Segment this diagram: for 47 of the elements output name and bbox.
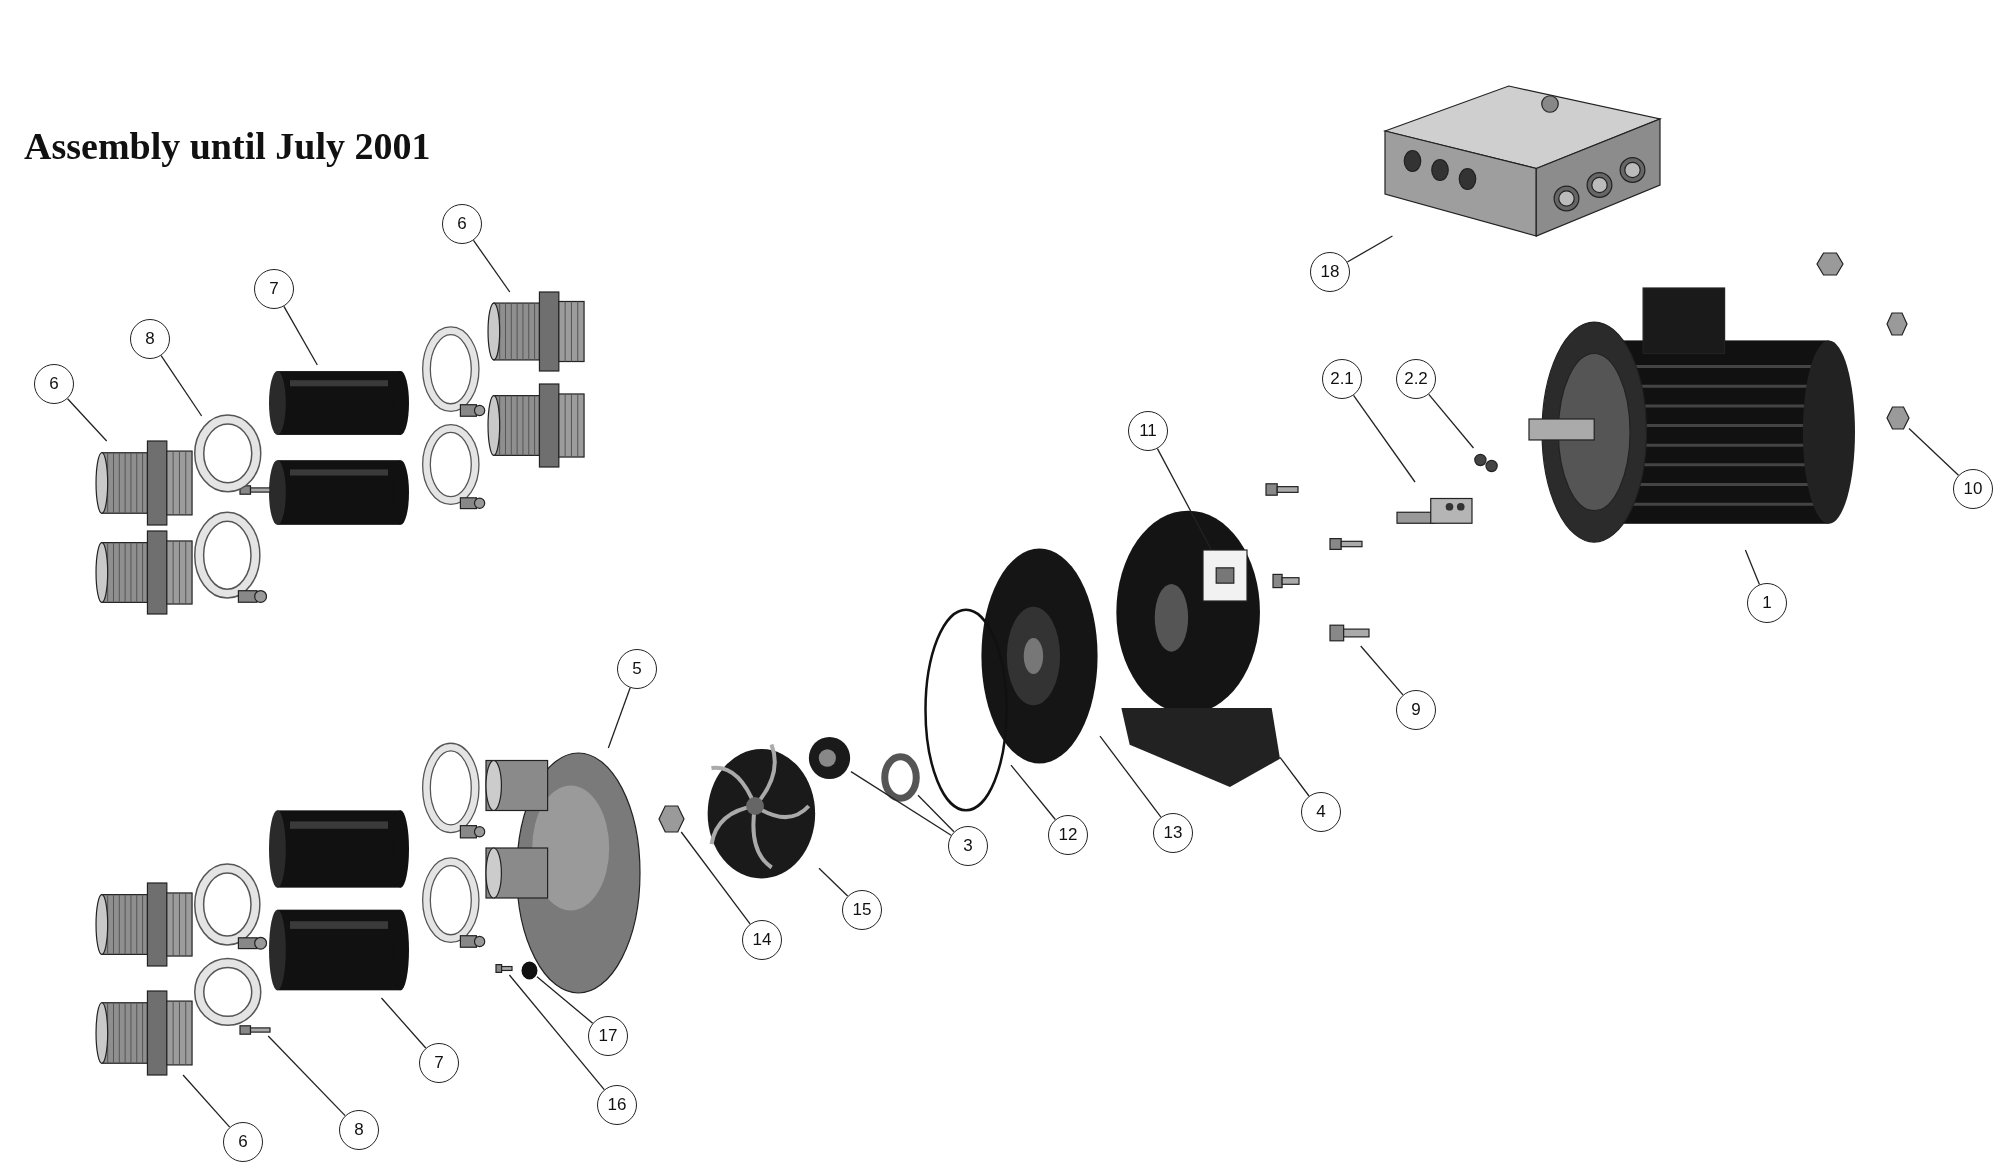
callout-number: 5	[617, 649, 657, 689]
callout-number: 15	[842, 890, 882, 930]
leader-line	[1428, 393, 1475, 449]
callout-number: 9	[1396, 690, 1436, 730]
leader-line	[536, 976, 594, 1024]
leader-line	[1360, 645, 1404, 696]
leader-line	[267, 1035, 346, 1117]
leader-line	[1099, 735, 1162, 818]
callout-number: 7	[419, 1043, 459, 1083]
leader-line	[472, 239, 511, 293]
leader-line	[1744, 549, 1761, 586]
diagram-title: Assembly until July 2001	[24, 124, 431, 168]
leader-line	[1908, 427, 1960, 476]
callout-number: 10	[1953, 469, 1993, 509]
callout-number: 2.1	[1322, 359, 1362, 399]
callout-number: 8	[130, 319, 170, 359]
callout-number: 16	[597, 1085, 637, 1125]
callout-number: 18	[1310, 252, 1350, 292]
callout-number: 3	[948, 826, 988, 866]
leader-line	[66, 398, 108, 442]
callout-number: 6	[223, 1122, 263, 1162]
leader-line	[1352, 394, 1416, 483]
leader-line	[283, 305, 318, 366]
callout-number: 14	[742, 920, 782, 960]
leader-line	[1279, 756, 1310, 797]
leader-line	[160, 354, 203, 417]
leader-line	[917, 794, 955, 833]
callout-number: 11	[1128, 411, 1168, 451]
leader-line	[607, 687, 631, 749]
leader-line	[508, 974, 605, 1091]
callout-number: 8	[339, 1110, 379, 1150]
callout-number: 6	[34, 364, 74, 404]
callout-number: 6	[442, 204, 482, 244]
leader-line	[1156, 448, 1213, 551]
leader-line	[680, 831, 751, 925]
callout-number: 17	[588, 1016, 628, 1056]
callout-number: 4	[1301, 792, 1341, 832]
leader-line	[850, 771, 952, 836]
callout-number: 13	[1153, 813, 1193, 853]
callout-number: 12	[1048, 815, 1088, 855]
leader-line	[380, 997, 427, 1049]
callout-number: 1	[1747, 583, 1787, 623]
leader-line	[182, 1074, 231, 1128]
leader-line	[1346, 235, 1394, 263]
callout-number: 7	[254, 269, 294, 309]
leader-line	[818, 867, 849, 897]
callout-number: 2.2	[1396, 359, 1436, 399]
